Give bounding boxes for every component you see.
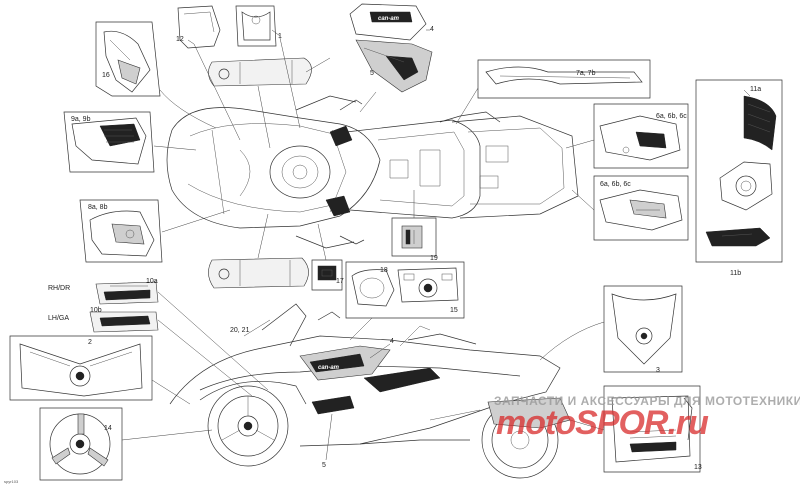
part-top-tank-decal bbox=[208, 57, 312, 87]
side-label-rh-dr: RH/DR bbox=[48, 285, 71, 292]
part-3-rear-cone-decal bbox=[603, 285, 683, 373]
part-7-long-strip-decal bbox=[477, 59, 651, 99]
callout-3: 3 bbox=[656, 367, 660, 374]
callout-13: 13 bbox=[694, 464, 702, 471]
part-19-small-decal bbox=[391, 217, 437, 257]
callout-7: 7a, 7b bbox=[576, 70, 596, 77]
callout-19: 19 bbox=[430, 255, 438, 262]
watermark-logo: motoSPOR.ru bbox=[496, 404, 709, 442]
part-10b-decal bbox=[89, 311, 159, 333]
callout-14: 14 bbox=[104, 425, 112, 432]
part-6-rear-decal-box-lower bbox=[593, 175, 689, 241]
part-17-small-decal bbox=[311, 259, 343, 291]
document-code: spyr103 bbox=[4, 479, 19, 484]
callout-6-lower: 6a, 6b, 6c bbox=[600, 181, 631, 188]
callout-2: 2 bbox=[88, 339, 92, 346]
part-18-15-gauge-decal-box bbox=[345, 261, 465, 319]
part-8-front-decal-box bbox=[79, 199, 163, 263]
vehicle-side-view: can-am bbox=[169, 303, 571, 479]
part-1-nose-emblem bbox=[235, 5, 281, 47]
callout-10b: 10b bbox=[90, 307, 102, 314]
part-12-windshield-decal bbox=[177, 5, 221, 49]
part-2-front-grille-decal bbox=[9, 335, 153, 401]
part-11-tank-decal-box bbox=[695, 79, 783, 263]
callout-17: 17 bbox=[336, 278, 344, 285]
callout-18: 18 bbox=[380, 267, 388, 274]
callout-6-upper: 6a, 6b, 6c bbox=[656, 113, 687, 120]
leader-lines bbox=[121, 29, 751, 461]
callout-5-bottom: 5 bbox=[322, 462, 326, 469]
part-9-front-decal-box bbox=[63, 111, 155, 173]
callout-4-bottom: 4 bbox=[390, 338, 394, 345]
callout-10a: 10a bbox=[146, 278, 158, 285]
side-label-lh-ga: LH/GA bbox=[48, 315, 70, 322]
part-10a-decal bbox=[95, 281, 159, 305]
callout-1: 1 bbox=[278, 33, 282, 40]
callout-16: 16 bbox=[102, 72, 110, 79]
callout-20-21: 20, 21 bbox=[230, 327, 250, 334]
callout-4-top: 4 bbox=[430, 26, 434, 33]
callout-12: 12 bbox=[176, 36, 184, 43]
callout-8: 8a, 8b bbox=[88, 204, 108, 211]
callout-11b: 11b bbox=[730, 270, 742, 277]
callout-5-top: 5 bbox=[370, 70, 374, 77]
part-5-side-panel-decal-top bbox=[355, 39, 433, 93]
callout-15: 15 bbox=[450, 307, 458, 314]
vehicle-top-view bbox=[166, 95, 579, 249]
part-4-side-panel-decal-top: can-am bbox=[349, 3, 427, 41]
callout-9: 9a, 9b bbox=[71, 116, 91, 123]
part-mid-tank-decal bbox=[208, 257, 309, 289]
callout-11a: 11a bbox=[750, 86, 762, 93]
decal-canam-text: can-am bbox=[378, 16, 400, 22]
part-13-rear-panel-decal bbox=[603, 385, 701, 473]
decal-canam-text-side: can-am bbox=[318, 365, 340, 371]
part-14-wheel-hub-decal bbox=[39, 407, 123, 481]
part-6-rear-decal-box-upper bbox=[593, 103, 689, 169]
watermark-text: ЗАПЧАСТИ И АКСЕССУАРЫ ДЛЯ МОТОТЕХНИКИ bbox=[494, 394, 800, 408]
part-16-fairing-decal bbox=[95, 21, 161, 97]
